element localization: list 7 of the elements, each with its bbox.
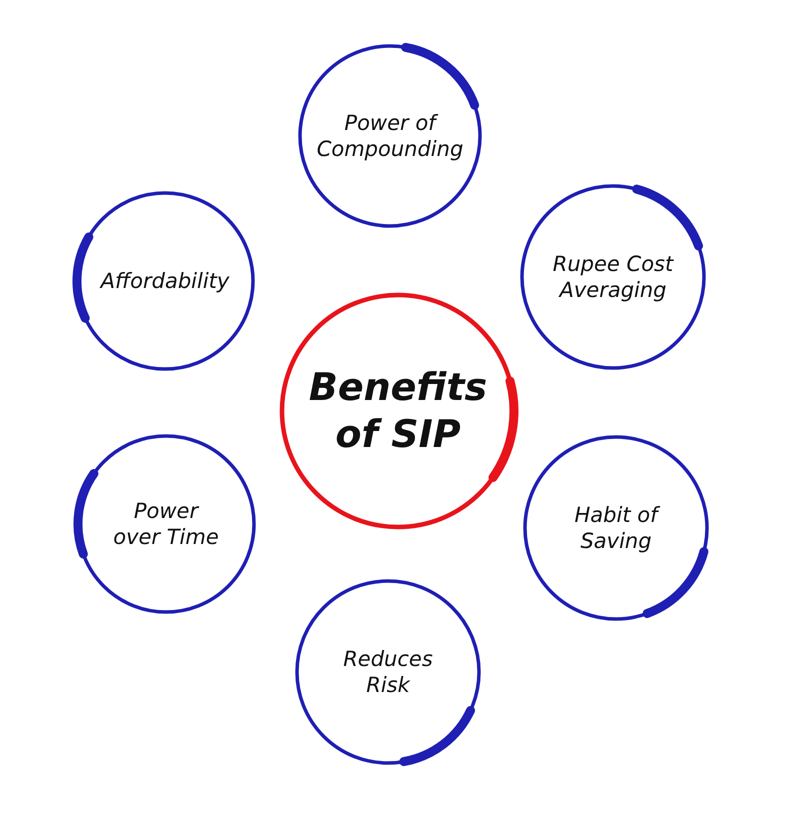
benefit-label: Rupee Cost Averaging: [552, 250, 675, 304]
benefit-label: Power of Compounding: [316, 110, 464, 162]
topic-title: Benefits of SIP: [308, 364, 488, 458]
benefit-label: Habit of Saving: [551, 502, 681, 554]
benefit-label: Power over Time: [112, 498, 220, 550]
benefit-label: Reduces Risk: [342, 646, 434, 698]
benefit-label: Affordability: [100, 268, 230, 294]
